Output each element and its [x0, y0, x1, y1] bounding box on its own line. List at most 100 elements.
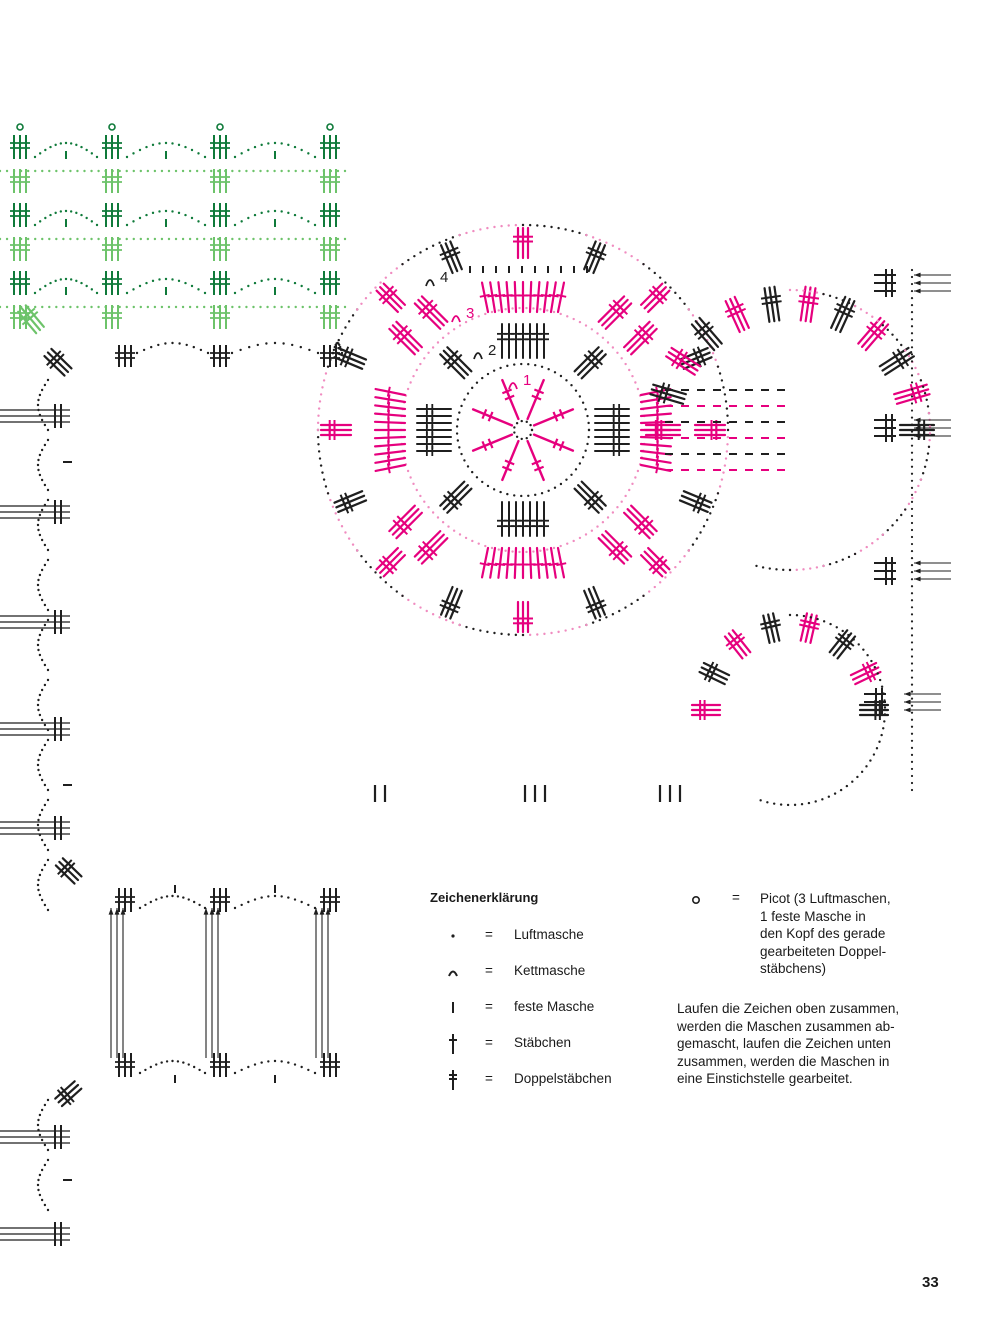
- arrow-head: [108, 908, 114, 915]
- stitch-bar: [594, 357, 603, 366]
- chain-dot: [36, 1123, 40, 1127]
- stitch-bar: [501, 388, 513, 395]
- chain-dot: [343, 237, 347, 241]
- chain-dot: [54, 211, 57, 215]
- stitch-bar: [680, 351, 688, 361]
- chain-dot: [709, 512, 712, 515]
- chain-dot: [438, 616, 441, 619]
- stitch-mark: [594, 411, 630, 421]
- stitch-bar: [552, 411, 559, 422]
- chain-dot: [881, 324, 885, 327]
- chain-dot: [409, 476, 412, 479]
- chain-dot: [714, 498, 717, 502]
- stitch-bar: [769, 619, 780, 624]
- chain-dot: [293, 213, 297, 217]
- chain-dot: [527, 363, 530, 366]
- chain-dot: [174, 237, 178, 241]
- chain-dot: [553, 486, 557, 489]
- arrow-head: [904, 699, 911, 705]
- stitch-post: [446, 487, 473, 514]
- stitch-mark: [548, 546, 559, 579]
- chain-dot: [390, 585, 393, 589]
- chain-dot: [177, 279, 181, 283]
- chain-dot: [862, 648, 865, 651]
- chain-dot: [624, 494, 627, 498]
- stitch-bar: [612, 552, 621, 561]
- chain-dot: [634, 476, 637, 479]
- chain-dot: [529, 433, 532, 437]
- chain-dot: [369, 291, 372, 295]
- chain-dot: [293, 1063, 297, 1066]
- chain-dot: [841, 629, 844, 633]
- stitch-post: [731, 629, 752, 654]
- stitch-post: [626, 508, 655, 536]
- chain-dot: [38, 833, 42, 837]
- chain-dot: [525, 306, 528, 310]
- chain-dot: [203, 223, 207, 227]
- chain-dot: [37, 528, 40, 532]
- stitch-post: [698, 316, 723, 345]
- chain-dot: [636, 469, 640, 473]
- chain-dot: [624, 251, 627, 254]
- chain-dot: [224, 305, 227, 309]
- chain-dot: [259, 169, 262, 173]
- chain-dot: [500, 224, 503, 228]
- chain-dot: [252, 169, 255, 173]
- chain-dot: [578, 231, 581, 235]
- stitch-post: [513, 546, 518, 580]
- stitch-bar: [733, 632, 743, 641]
- stitch-bar: [655, 447, 659, 459]
- chain-dot: [48, 169, 51, 173]
- chain-dot: [46, 728, 50, 732]
- chain-dot: [43, 1143, 47, 1147]
- arrow-head: [203, 908, 209, 915]
- chain-dot: [724, 457, 728, 460]
- chain-dot: [46, 848, 50, 852]
- chain-dot: [616, 506, 619, 509]
- stitch-mark: [630, 504, 658, 533]
- chain-dot: [153, 305, 157, 309]
- chain-dot: [259, 237, 262, 241]
- chain-dot: [316, 351, 320, 355]
- chain-dot: [118, 169, 121, 173]
- stitch-post: [799, 285, 807, 322]
- chain-dot: [470, 470, 474, 474]
- stitch-post: [395, 320, 423, 349]
- chain-dot: [37, 698, 40, 702]
- chain-dot: [857, 643, 860, 646]
- stitch-mark: [731, 629, 752, 654]
- chain-dot: [43, 623, 47, 627]
- picot-mark: [16, 123, 24, 131]
- chain-dot: [318, 400, 322, 403]
- chain-dot: [266, 169, 269, 173]
- chain-dot: [75, 279, 78, 283]
- stitch-mark: [525, 323, 535, 359]
- chain-dot: [923, 465, 927, 468]
- chain-dot: [876, 319, 879, 323]
- chain-dot: [301, 237, 304, 241]
- arrow-head: [325, 908, 331, 915]
- chain-dot: [38, 1133, 42, 1137]
- chain-dot: [653, 585, 656, 589]
- chain-dot: [280, 169, 283, 173]
- chain-dot: [431, 346, 435, 349]
- stitch-bar: [842, 642, 852, 651]
- chain-dot: [46, 1148, 50, 1152]
- chain-dot: [711, 505, 715, 508]
- chain-dot: [910, 289, 914, 293]
- chain-dot: [36, 403, 40, 407]
- chain-dot: [266, 305, 269, 309]
- chain-dot: [38, 513, 42, 517]
- stitch-mark: [513, 600, 523, 634]
- chain-dot: [875, 747, 879, 750]
- stitch-bar: [441, 599, 452, 606]
- chain-dot: [869, 759, 872, 762]
- chain-dot: [628, 488, 631, 492]
- stitch-post: [439, 480, 466, 507]
- stitch-mark: [417, 533, 445, 562]
- chain-dot: [590, 529, 594, 532]
- stitch-post: [335, 351, 366, 366]
- stitch-bar: [439, 603, 450, 610]
- chain-dot: [872, 753, 876, 756]
- stitch-post: [382, 554, 407, 578]
